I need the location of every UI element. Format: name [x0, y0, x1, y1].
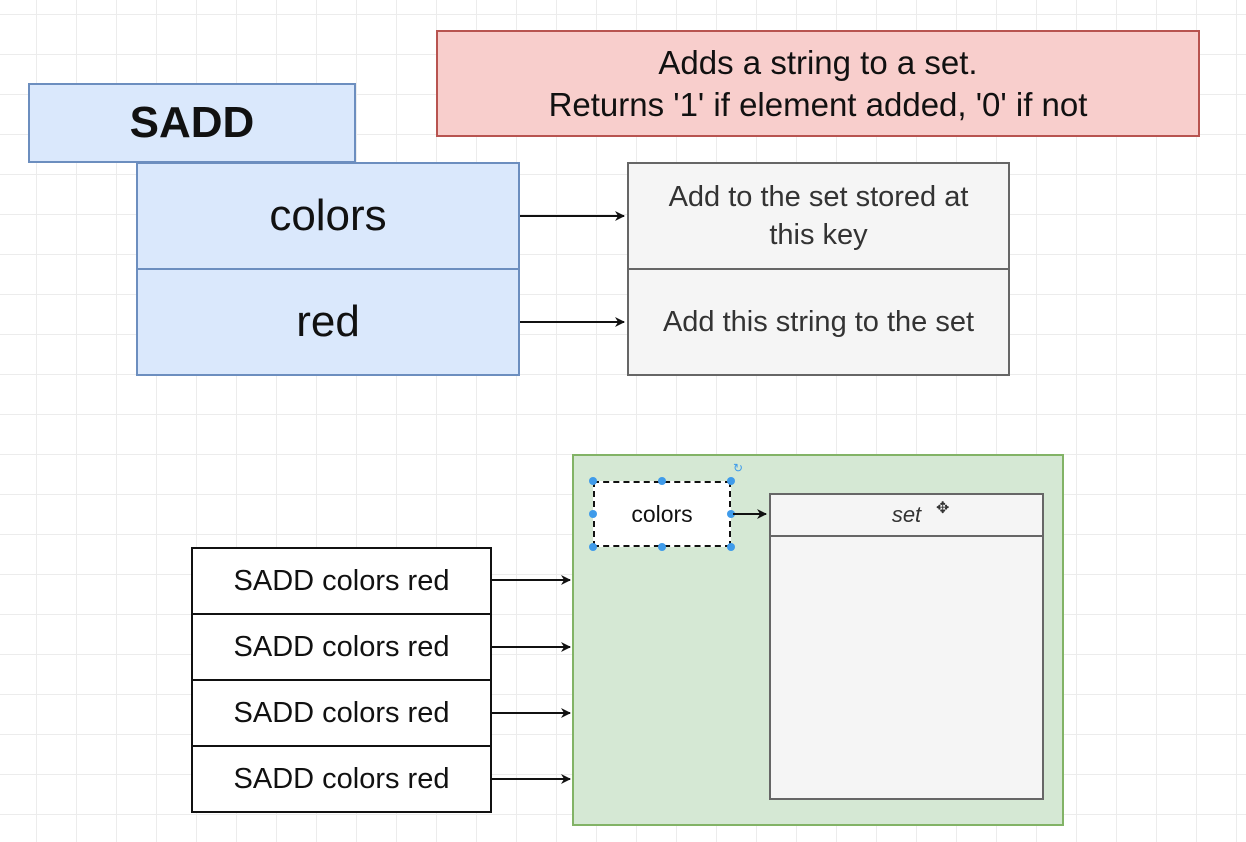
command-name-box[interactable]: SADD	[28, 83, 356, 163]
key-box[interactable]: colors	[593, 481, 731, 547]
selection-handle[interactable]	[589, 543, 597, 551]
set-box[interactable]: set ✥	[769, 493, 1044, 800]
selection-handle[interactable]	[589, 510, 597, 518]
command-row[interactable]: SADD colors red	[191, 547, 492, 615]
command-description-line-2: Returns '1' if element added, '0' if not	[548, 85, 1088, 123]
command-name: SADD	[129, 98, 255, 147]
command-row-label: SADD colors red	[233, 762, 450, 795]
selection-handle[interactable]	[727, 477, 735, 485]
command-row[interactable]: SADD colors red	[191, 613, 492, 681]
argument-key-description-line-2: this key	[769, 219, 868, 251]
selection-handle[interactable]	[658, 543, 666, 551]
rotate-icon[interactable]: ↻	[733, 461, 744, 475]
set-header[interactable]: set ✥	[771, 495, 1042, 537]
command-row[interactable]: SADD colors red	[191, 679, 492, 747]
argument-value-description-text: Add this string to the set	[662, 305, 975, 338]
argument-key-description-line-1: Add to the set stored at	[668, 181, 969, 213]
key-label: colors	[631, 500, 693, 527]
argument-value-label: red	[296, 297, 360, 346]
argument-value-description[interactable]: Add this string to the set	[627, 268, 1010, 376]
selection-handle[interactable]	[658, 477, 666, 485]
command-row-label: SADD colors red	[233, 564, 450, 597]
command-description[interactable]: Adds a string to a set. Returns '1' if e…	[436, 30, 1200, 137]
selection-handle[interactable]	[727, 543, 735, 551]
command-row-label: SADD colors red	[233, 630, 450, 663]
move-icon[interactable]: ✥	[936, 500, 950, 517]
argument-key-description[interactable]: Add to the set stored at this key	[627, 162, 1010, 270]
selection-handle[interactable]	[727, 510, 735, 518]
argument-key-label: colors	[269, 191, 387, 240]
command-row-label: SADD colors red	[233, 696, 450, 729]
argument-key-box[interactable]: colors	[136, 162, 520, 270]
selection-handle[interactable]	[589, 477, 597, 485]
set-label: set	[891, 502, 922, 527]
argument-value-box[interactable]: red	[136, 268, 520, 376]
command-row[interactable]: SADD colors red	[191, 745, 492, 813]
command-description-line-1: Adds a string to a set.	[658, 43, 978, 81]
